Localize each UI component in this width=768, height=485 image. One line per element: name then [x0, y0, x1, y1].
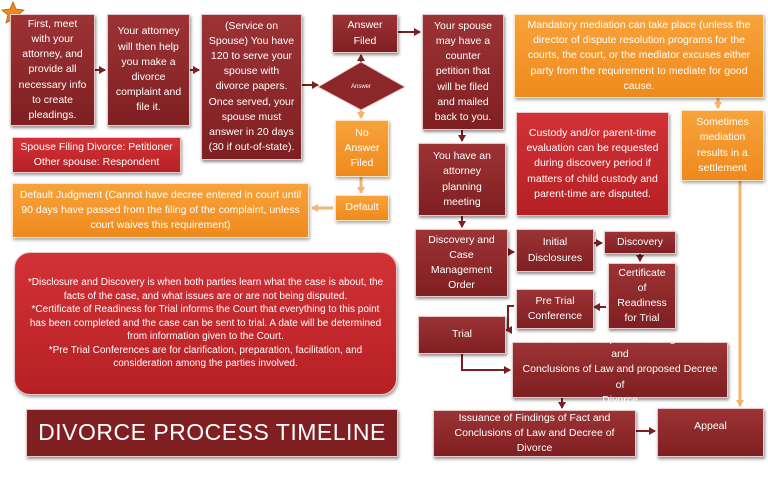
- step-attorney-help: Your attorney will then help you make a …: [107, 14, 190, 126]
- petitioner-note: Spouse Filing Divorce: Petitioner Other …: [12, 137, 181, 173]
- step-first-meet: First, meet with your attorney, and prov…: [10, 14, 95, 126]
- step-planning-meeting: You have an attorney planning meeting: [418, 143, 506, 216]
- step-discovery: Discovery: [604, 231, 676, 254]
- step-no-answer-filed: No Answer Filed: [335, 120, 389, 177]
- custody-evaluation-note: Custody and/or parent-time evaluation ca…: [516, 112, 669, 216]
- arrow-pretrial-to-trial: [505, 305, 514, 334]
- step-issuance-decree: Issuance of Findings of Fact and Conclus…: [433, 410, 636, 457]
- step-proposed-findings: Submission of Proposed Findings of Fact …: [512, 333, 728, 406]
- mediation-note: Mandatory mediation can take place (unle…: [514, 14, 764, 98]
- step-discovery-order: Discovery and Case Management Order: [415, 229, 508, 297]
- step-trial: Trial: [418, 316, 506, 354]
- step-default: Default: [335, 195, 389, 221]
- answer-decision-diamond: [316, 61, 407, 111]
- page-title: DIVORCE PROCESS TIMELINE: [26, 409, 398, 457]
- answer-decision-label: Answer: [350, 83, 371, 90]
- step-counter-petition: Your spouse may have a counter petition …: [422, 14, 504, 130]
- step-certificate-readiness: Certificate of Readiness for Trial: [608, 263, 676, 329]
- default-judgment-note: Default Judgment (Cannot have decree ent…: [12, 183, 309, 238]
- step-appeal: Appeal: [657, 408, 764, 457]
- step-service-on-spouse: (Service on Spouse) You have 120 to serv…: [201, 14, 302, 160]
- step-pretrial-conference: Pre Trial Conference: [516, 289, 594, 329]
- step-answer-filed: Answer Filed: [332, 14, 398, 53]
- arrow-trial-to-proposed: [461, 354, 511, 374]
- settlement-note: Sometimes mediation results in a settlem…: [681, 110, 764, 181]
- step-initial-disclosures: Initial Disclosures: [516, 229, 594, 272]
- definitions-note: *Disclosure and Discovery is when both p…: [14, 252, 397, 395]
